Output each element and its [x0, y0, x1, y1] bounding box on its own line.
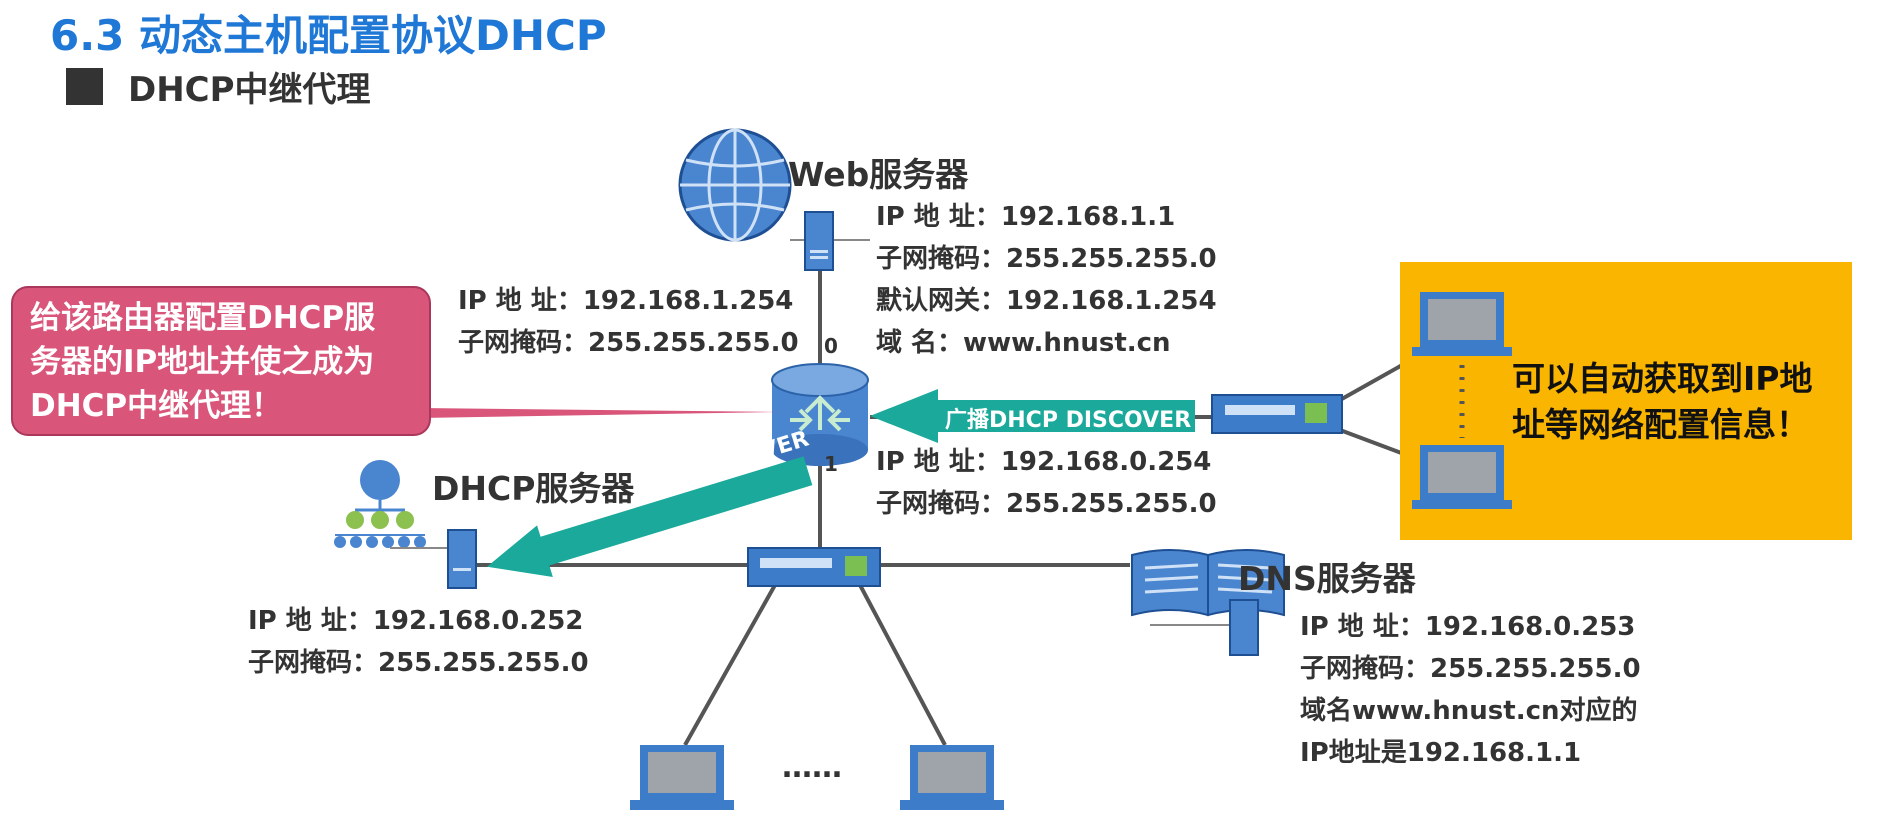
host-group-line-1: 可以自动获取到IP地	[1512, 359, 1813, 398]
host-group-line-2: 址等网络配置信息！	[1512, 405, 1809, 444]
broadcast-arrow	[870, 389, 1195, 443]
router-port0-info: IP 地 址：192.168.1.254 子网掩码：255.255.255.0	[458, 280, 799, 364]
unicast-arrow	[486, 456, 813, 577]
laptop-icon-right	[900, 745, 1004, 810]
dns-server-info: IP 地 址：192.168.0.253 子网掩码：255.255.255.0 …	[1300, 606, 1641, 774]
page-title: 6.3 动态主机配置协议DHCP	[50, 11, 607, 60]
router-port0-number: 0	[824, 334, 838, 358]
dhcp-server-info: IP 地 址：192.168.0.252 子网掩码：255.255.255.0	[248, 600, 589, 684]
dns-domain-line: 域名www.hnust.cn对应的	[1300, 696, 1638, 726]
dhcp-server-label: DHCP服务器	[432, 469, 635, 508]
web-ip-line: IP 地 址：192.168.1.1	[876, 202, 1176, 232]
router-port1-number: 1	[824, 452, 838, 476]
laptop-icon-bottom	[1412, 445, 1512, 509]
callout-text: 给该路由器配置DHCP服 务器的IP地址并使之成为 DHCP中继代理！	[30, 296, 375, 428]
callout-line-1: 给该路由器配置DHCP服	[30, 300, 376, 336]
bullet-square-icon	[66, 68, 103, 105]
globe-icon	[678, 128, 792, 242]
more-hosts-ellipsis: ……	[782, 750, 842, 785]
web-domain-line: 域 名：www.hnust.cn	[876, 328, 1171, 358]
web-mask-line: 子网掩码：255.255.255.0	[876, 244, 1217, 274]
laptop-icon-left	[630, 745, 734, 810]
web-server-tower-icon	[790, 211, 870, 271]
dns-server-label: DNS服务器	[1238, 559, 1416, 598]
dns-ip-line: IP 地 址：192.168.0.253	[1300, 612, 1636, 642]
web-server-label: Web服务器	[788, 155, 969, 194]
web-server-info: IP 地 址：192.168.1.1 子网掩码：255.255.255.0 默认…	[876, 196, 1217, 364]
laptop-icon-top	[1412, 292, 1512, 356]
callout-box	[11, 286, 780, 436]
switch-center-icon	[747, 547, 881, 587]
callout-line-2: 务器的IP地址并使之成为	[30, 344, 375, 380]
link-switch-pc-right	[858, 584, 947, 746]
router-port1-mask: 子网掩码：255.255.255.0	[876, 489, 1217, 519]
router-port0-ip: IP 地 址：192.168.1.254	[458, 286, 794, 316]
org-chart-icon	[334, 460, 426, 548]
web-gateway-line: 默认网关：192.168.1.254	[876, 286, 1217, 316]
router-port1-info: IP 地 址：192.168.0.254 子网掩码：255.255.255.0	[876, 441, 1217, 525]
dns-mask-line: 子网掩码：255.255.255.0	[1300, 654, 1641, 684]
router-port1-ip: IP 地 址：192.168.0.254	[876, 447, 1212, 477]
host-group-text: 可以自动获取到IP地 址等网络配置信息！	[1512, 356, 1812, 448]
dns-ip-mapping-line: IP地址是192.168.1.1	[1300, 738, 1582, 768]
dhcp-server-tower-icon	[390, 529, 477, 589]
dhcp-mask-line: 子网掩码：255.255.255.0	[248, 648, 589, 678]
link-switch-pc-left	[683, 584, 777, 746]
router-icon	[771, 363, 869, 466]
book-icon	[1131, 549, 1285, 617]
switch-right-icon	[1211, 394, 1343, 434]
callout-line-3: DHCP中继代理！	[30, 388, 283, 424]
dhcp-ip-line: IP 地 址：192.168.0.252	[248, 606, 584, 636]
section-subtitle: DHCP中继代理	[128, 70, 371, 110]
router-port0-mask: 子网掩码：255.255.255.0	[458, 328, 799, 358]
dns-server-tower-icon	[1150, 599, 1259, 656]
broadcast-arrow-label: 广播DHCP DISCOVER	[945, 408, 1192, 433]
